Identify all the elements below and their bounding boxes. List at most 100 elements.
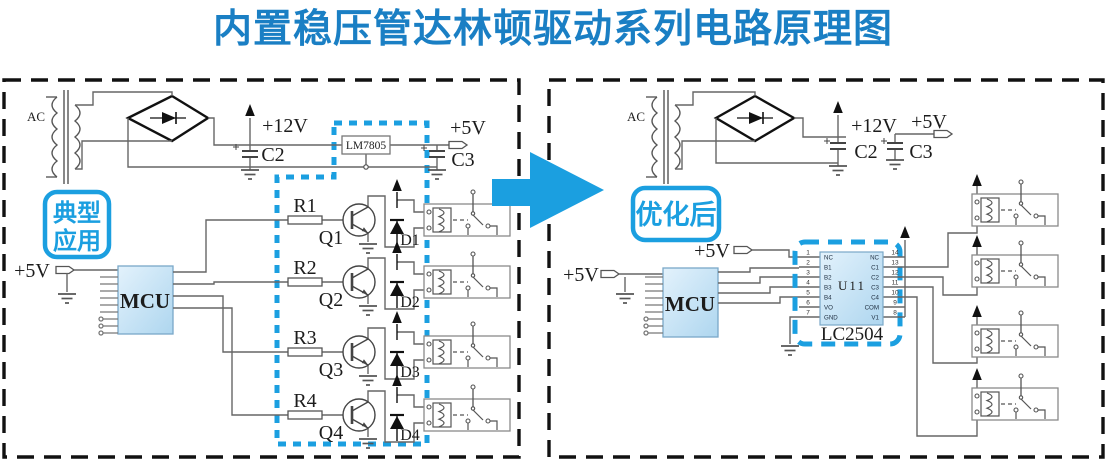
driver-channel: R3 Q3 D3 bbox=[287, 311, 511, 386]
plus5v-rail-label: +5V bbox=[911, 111, 947, 133]
pin-label: GND bbox=[824, 315, 838, 322]
c2-label: C2 bbox=[854, 141, 877, 163]
plus12v-arrow-icon bbox=[392, 179, 402, 191]
pin-number: 10 bbox=[891, 290, 899, 297]
pin-label: NC bbox=[870, 255, 879, 262]
page-title: 内置稳压管达林顿驱动系列电路原理图 bbox=[213, 8, 893, 51]
relay bbox=[423, 384, 511, 432]
plus12v-arrow-icon bbox=[972, 174, 982, 186]
plus5v-connector-icon bbox=[55, 265, 75, 275]
capacitor-c3 bbox=[881, 138, 903, 150]
pin-label: B1 bbox=[824, 265, 832, 272]
ground-icon bbox=[427, 169, 447, 180]
plus12v-arrow-icon bbox=[972, 235, 982, 247]
diode-label: D2 bbox=[400, 294, 420, 311]
c2-label: C2 bbox=[261, 144, 284, 166]
diode-label: D1 bbox=[400, 232, 420, 249]
plus12v-arrow-icon bbox=[392, 311, 402, 323]
ground-icon bbox=[358, 305, 378, 316]
npn-transistor bbox=[341, 397, 377, 433]
relay-drive-wires bbox=[905, 218, 978, 437]
plus5v-connector-icon bbox=[933, 129, 953, 139]
plus12v-arrow-icon bbox=[972, 368, 982, 380]
bridge-rectifier bbox=[713, 94, 797, 143]
c3-label: C3 bbox=[451, 149, 474, 171]
transistor-label: Q3 bbox=[319, 359, 343, 381]
ground-icon bbox=[615, 293, 635, 304]
right-panel: AC +12V C2 +5V bbox=[563, 90, 1059, 437]
left-tag-badge: 典型 应用 bbox=[42, 189, 112, 260]
plus12v-arrow-icon bbox=[972, 305, 982, 317]
ground-icon bbox=[358, 375, 378, 386]
capacitor-c3 bbox=[421, 145, 445, 158]
left-panel: AC +12V C2 bbox=[14, 90, 511, 449]
pin-number: 13 bbox=[891, 260, 899, 267]
pin-label: C4 bbox=[871, 295, 879, 302]
ground-icon bbox=[885, 159, 905, 170]
npn-transistor bbox=[341, 202, 377, 238]
capacitor-c2 bbox=[233, 144, 258, 158]
left-tag-line2: 应用 bbox=[53, 227, 101, 255]
ic-ref-label: U11 bbox=[838, 278, 866, 293]
relay bbox=[971, 310, 1059, 358]
transistor-label: Q4 bbox=[319, 422, 343, 444]
left-power-wiring bbox=[75, 91, 449, 170]
ac-label: AC bbox=[627, 109, 645, 124]
pin-number: 2 bbox=[806, 260, 810, 267]
npn-transistor bbox=[341, 264, 377, 300]
ground-icon bbox=[358, 243, 378, 254]
pin-number: 4 bbox=[806, 280, 810, 287]
driver-channel: R1 Q1 D1 bbox=[287, 179, 511, 254]
npn-transistor bbox=[341, 334, 377, 370]
transistor-label: Q1 bbox=[319, 227, 343, 249]
mcu-chip bbox=[117, 265, 174, 335]
bridge-rectifier bbox=[125, 94, 211, 143]
pin-label: NC bbox=[824, 255, 833, 262]
regulator-box bbox=[341, 135, 391, 155]
plus5v-connector-icon bbox=[448, 140, 468, 150]
pin-number: 14 bbox=[891, 250, 899, 257]
capacitor-c2 bbox=[824, 138, 846, 150]
relay bbox=[971, 179, 1059, 227]
transformer: AC bbox=[27, 90, 81, 184]
pin-label: V1 bbox=[871, 315, 879, 322]
relay bbox=[971, 373, 1059, 421]
driver-channel: R2 Q2 D2 bbox=[287, 241, 511, 316]
plus5v-connector-icon bbox=[733, 245, 753, 255]
plus12v-label: +12V bbox=[262, 115, 308, 137]
resistor bbox=[287, 410, 323, 420]
mcu-output-wires bbox=[173, 219, 288, 416]
pin-number: 3 bbox=[806, 270, 810, 277]
resistor-label: R2 bbox=[293, 257, 316, 279]
pin-number: 8 bbox=[893, 310, 897, 317]
relay bbox=[971, 240, 1059, 288]
driver-ic-highlight bbox=[792, 239, 903, 347]
transition-arrow-icon bbox=[492, 152, 604, 228]
plus5v-connector-icon bbox=[600, 269, 620, 279]
pin-number: 7 bbox=[806, 310, 810, 317]
mcu-5v-label: +5V bbox=[14, 260, 50, 282]
regulator-label: LM7805 bbox=[346, 140, 387, 152]
driver-ic: U11 1 2 3 4 5 6 7 NC B1 B2 B3 B4 VO GND … bbox=[799, 250, 905, 345]
relay bbox=[423, 251, 511, 299]
chip-ground-wire bbox=[789, 316, 799, 344]
diode-label: D3 bbox=[400, 364, 420, 381]
pin-number: 6 bbox=[806, 300, 810, 307]
chip-5v-label: +5V bbox=[694, 240, 730, 262]
resistor-label: R4 bbox=[293, 390, 316, 412]
pin-label: C1 bbox=[871, 265, 879, 272]
ground-icon bbox=[240, 169, 260, 180]
relay-bank bbox=[971, 174, 1059, 421]
right-tag-badge: 优化后 bbox=[630, 185, 722, 243]
relay bbox=[423, 321, 511, 369]
mcu-left-pins bbox=[98, 276, 118, 336]
resistor bbox=[287, 215, 323, 225]
mcu-5v-label: +5V bbox=[563, 264, 599, 286]
left-tag-line1: 典型 bbox=[53, 199, 101, 227]
resistor-label: R3 bbox=[293, 327, 316, 349]
pin-label: B3 bbox=[824, 285, 832, 292]
mcu-label: MCU bbox=[665, 292, 715, 316]
mcu-supply-wire bbox=[66, 269, 118, 292]
resistor-label: R1 bbox=[293, 195, 316, 217]
